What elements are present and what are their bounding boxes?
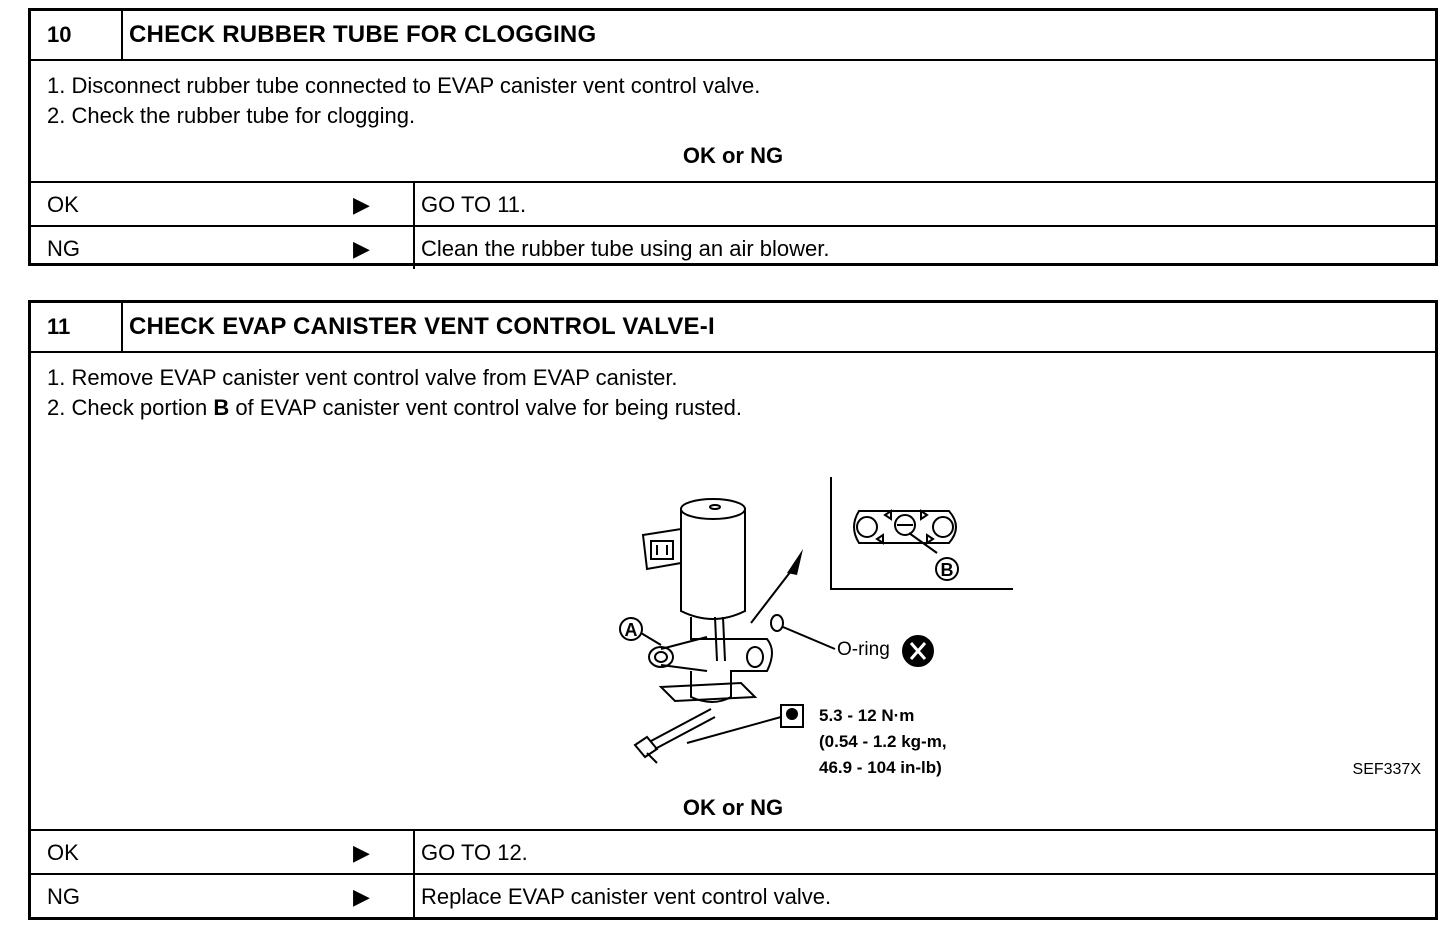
section-header: 10 CHECK RUBBER TUBE FOR CLOGGING <box>31 11 1435 59</box>
section-11: 11 CHECK EVAP CANISTER VENT CONTROL VALV… <box>28 300 1438 920</box>
result-value: GO TO 11. <box>421 192 527 217</box>
play-arrow-icon: ▶ <box>353 192 370 217</box>
oring-label: O-ring <box>837 639 890 660</box>
result-row-ng: NG ▶ Replace EVAP canister vent control v… <box>31 873 1435 917</box>
instruction-step-2: 2. Check portion B of EVAP canister vent… <box>47 395 742 420</box>
play-arrow-icon: ▶ <box>353 884 370 909</box>
ok-or-ng-label: OK or NG <box>682 143 784 168</box>
torque-line-3: 46.9 - 104 in-lb) <box>819 758 942 777</box>
torque-line-1: 5.3 - 12 N·m <box>819 706 914 725</box>
instruction-step-1: 1. Remove EVAP canister vent control val… <box>47 365 678 390</box>
figure-code: SEF337X <box>1352 761 1421 778</box>
result-value: Clean the rubber tube using an air blowe… <box>421 236 830 261</box>
result-row-ok: OK ▶ GO TO 12. <box>31 829 1435 873</box>
instruction-step-2: 2. Check the rubber tube for clogging. <box>47 103 416 128</box>
label-a: A <box>625 620 638 640</box>
result-key: NG <box>47 236 80 261</box>
result-value: Replace EVAP canister vent control valve… <box>421 884 832 909</box>
torque-line-2: (0.54 - 1.2 kg-m, <box>819 732 947 751</box>
instructions: 1. Disconnect rubber tube connected to E… <box>31 59 1435 181</box>
step-title: CHECK RUBBER TUBE FOR CLOGGING <box>129 21 597 48</box>
step-number: 11 <box>31 303 123 351</box>
section-10: 10 CHECK RUBBER TUBE FOR CLOGGING 1. Dis… <box>28 8 1438 269</box>
valve-illustration: A B O-ring 5.3 - 12 N·m (0.54 - 1.2 kg-m… <box>619 477 1013 777</box>
result-value: GO TO 12. <box>421 840 528 865</box>
result-key: OK <box>47 840 79 865</box>
result-key: OK <box>47 192 79 217</box>
label-b: B <box>941 560 954 580</box>
ok-or-ng-label: OK or NG <box>682 795 784 820</box>
step-title: CHECK EVAP CANISTER VENT CONTROL VALVE-I <box>129 313 715 340</box>
step-number: 10 <box>31 11 123 59</box>
portion-b-label: B <box>213 395 230 420</box>
play-arrow-icon: ▶ <box>353 840 370 865</box>
play-arrow-icon: ▶ <box>353 236 370 261</box>
result-key: NG <box>47 884 80 909</box>
instructions: 1. Remove EVAP canister vent control val… <box>31 351 1435 829</box>
result-row-ok: OK ▶ GO TO 11. <box>31 181 1435 225</box>
result-row-ng: NG ▶ Clean the rubber tube using an air b… <box>31 225 1435 269</box>
section-header: 11 CHECK EVAP CANISTER VENT CONTROL VALV… <box>31 303 1435 351</box>
instruction-step-1: 1. Disconnect rubber tube connected to E… <box>47 73 761 98</box>
